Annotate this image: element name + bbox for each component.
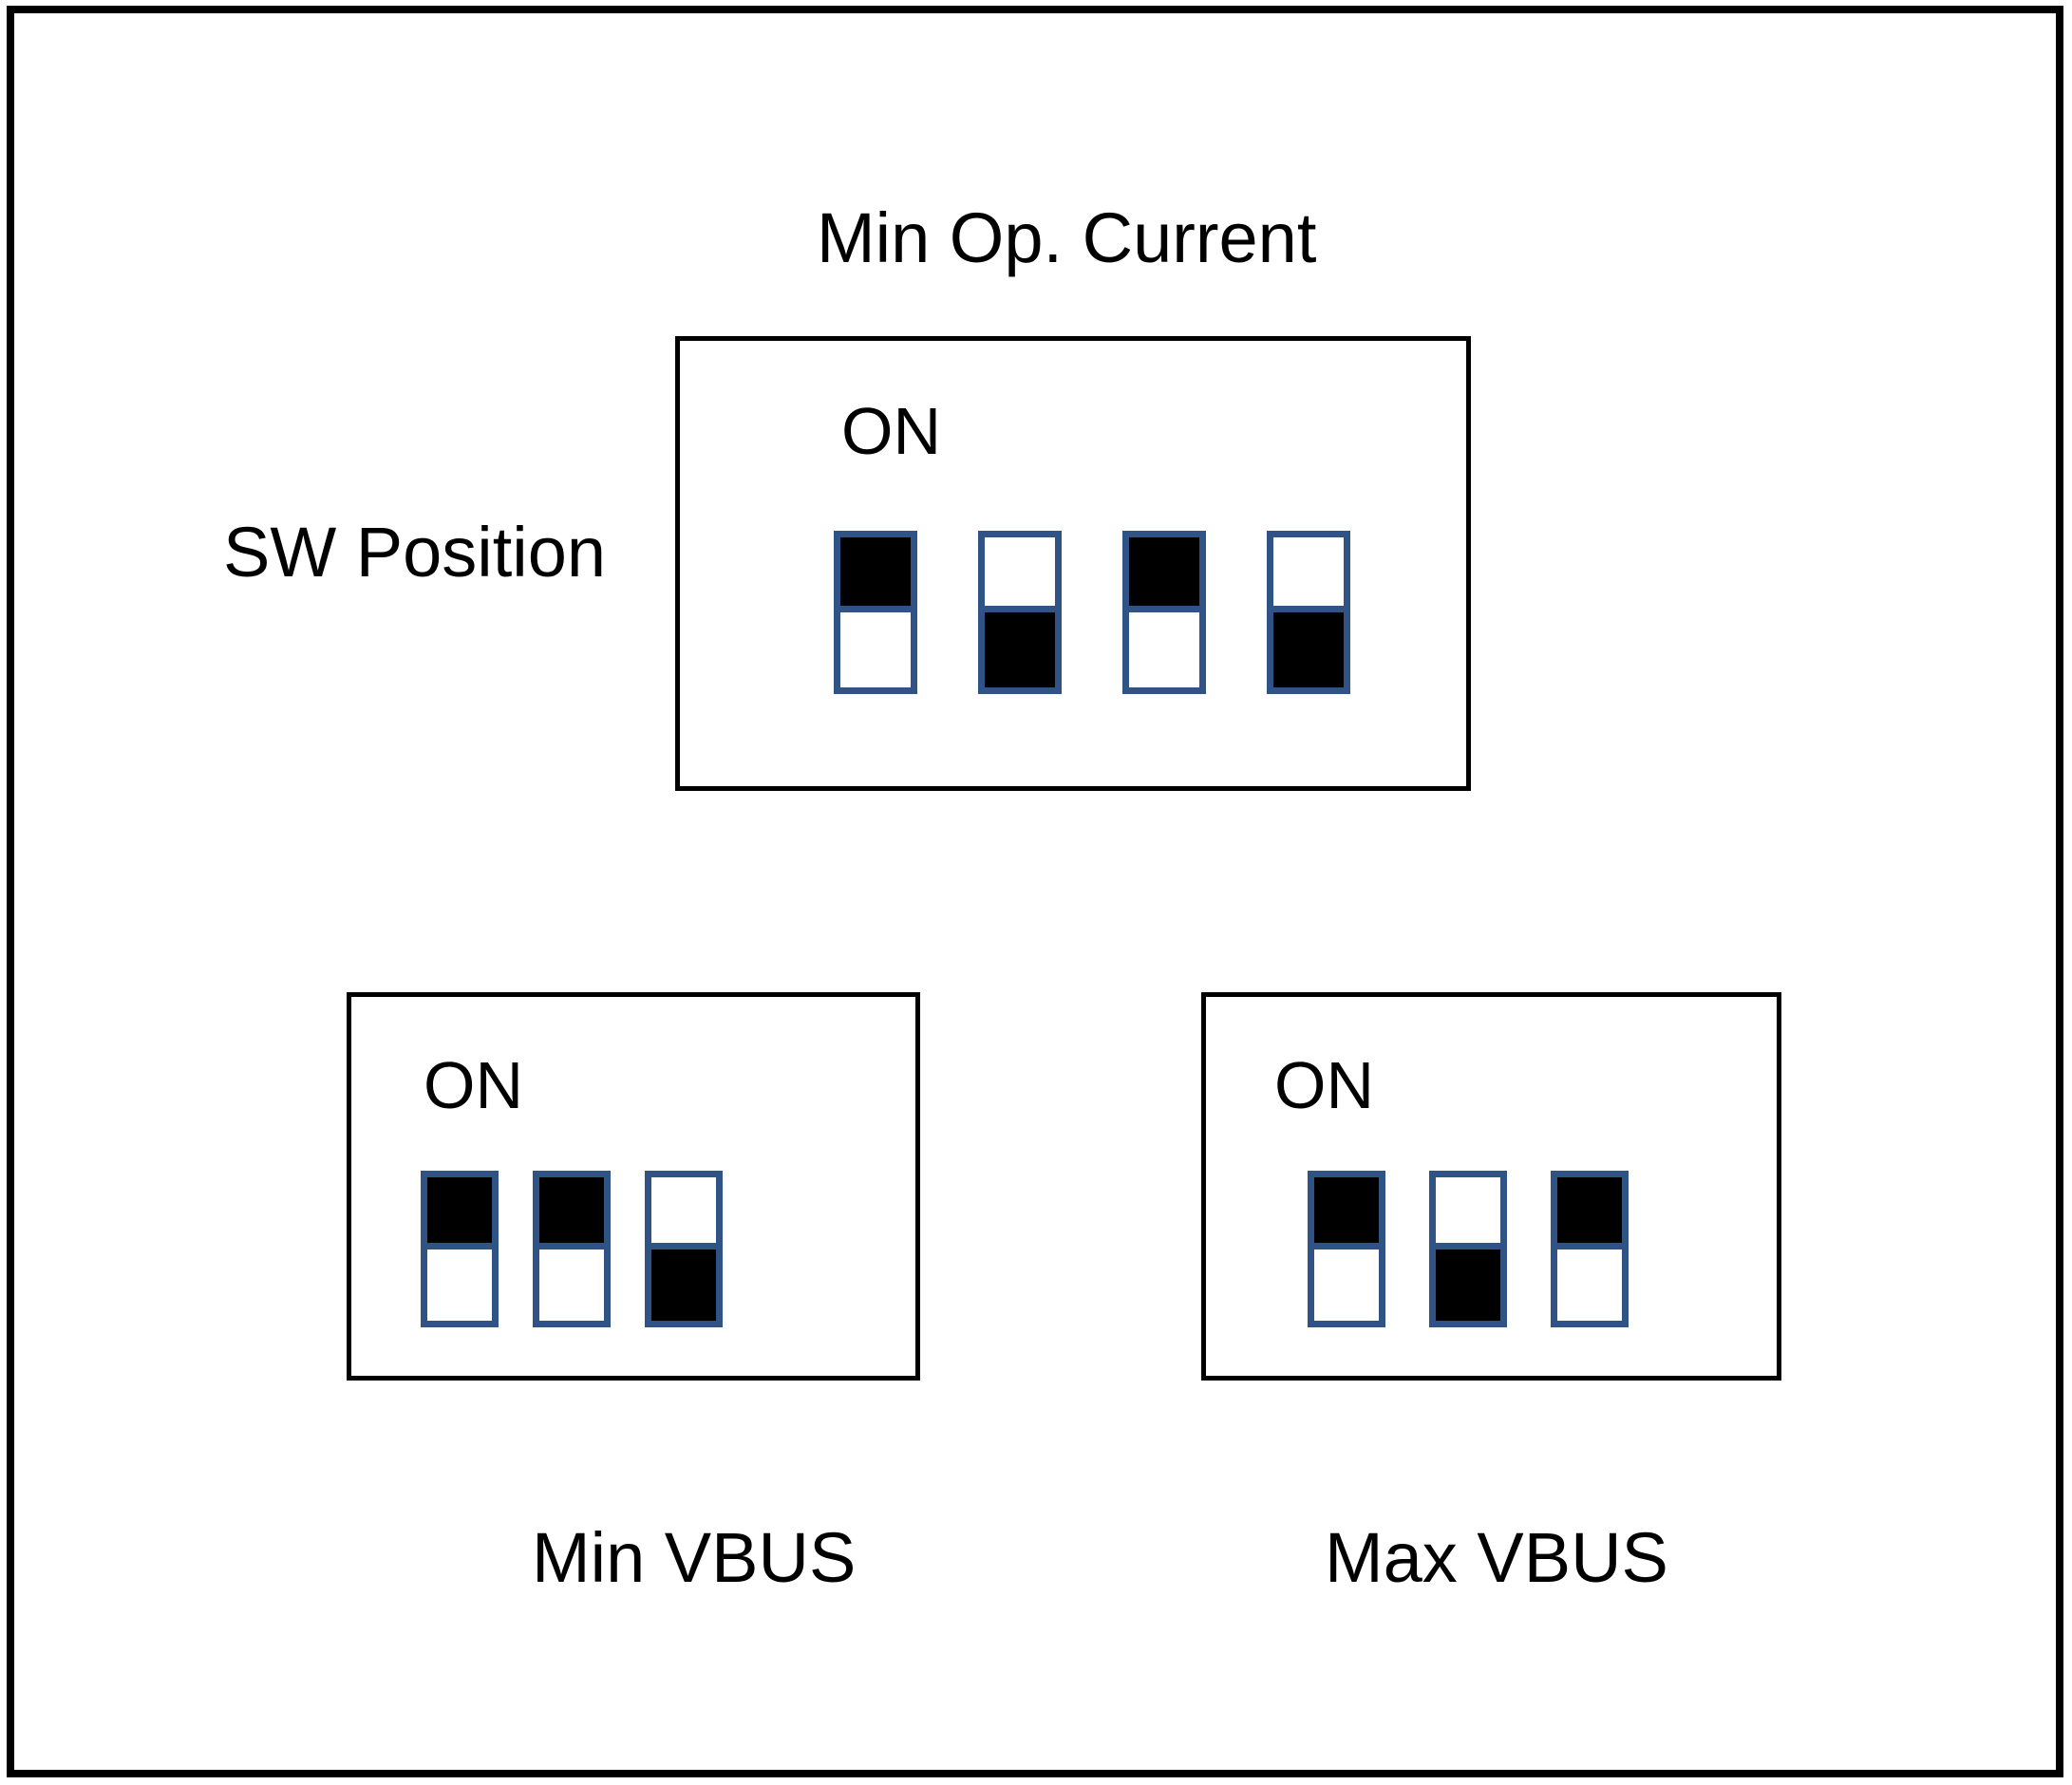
dip-switch-min-vbus-2[interactable] xyxy=(533,1171,611,1327)
dip-switch-min-op-current-4-top xyxy=(1273,537,1344,612)
dip-switch-min-vbus-1-bottom xyxy=(427,1249,492,1321)
dip-switch-min-vbus-3-top xyxy=(651,1177,716,1250)
dip-switch-min-op-current-4-bottom xyxy=(1273,612,1344,687)
switch-row-min-vbus xyxy=(421,1171,723,1327)
dip-switch-min-op-current-4[interactable] xyxy=(1267,531,1350,694)
on-label-min-op-current: ON xyxy=(841,394,941,468)
on-label-min-vbus: ON xyxy=(424,1048,523,1122)
dip-switch-max-vbus-1-top xyxy=(1314,1177,1379,1250)
dip-switch-max-vbus-3-bottom xyxy=(1557,1249,1622,1321)
dip-switch-max-vbus-3[interactable] xyxy=(1551,1171,1629,1327)
caption-min-vbus: Min VBUS xyxy=(532,1518,857,1597)
dip-switch-min-op-current-2[interactable] xyxy=(978,531,1062,694)
dip-switch-min-vbus-2-bottom xyxy=(539,1249,604,1321)
dip-switch-min-op-current-3-top xyxy=(1129,537,1199,612)
label-sw-position: SW Position xyxy=(223,513,607,592)
dip-switch-package-max-vbus[interactable]: ON xyxy=(1201,992,1781,1381)
dip-switch-min-op-current-1[interactable] xyxy=(834,531,917,694)
dip-switch-max-vbus-2-top xyxy=(1436,1177,1500,1250)
dip-switch-min-vbus-2-top xyxy=(539,1177,604,1250)
dip-switch-max-vbus-1-bottom xyxy=(1314,1249,1379,1321)
dip-switch-max-vbus-1[interactable] xyxy=(1308,1171,1385,1327)
dip-switch-min-vbus-1[interactable] xyxy=(421,1171,499,1327)
switch-row-min-op-current xyxy=(834,531,1350,694)
dip-switch-min-op-current-1-bottom xyxy=(840,612,911,687)
dip-switch-max-vbus-2-bottom xyxy=(1436,1249,1500,1321)
dip-switch-min-op-current-3[interactable] xyxy=(1122,531,1206,694)
dip-switch-max-vbus-2[interactable] xyxy=(1429,1171,1507,1327)
dip-switch-package-min-op-current[interactable]: ON xyxy=(675,336,1471,791)
dip-switch-max-vbus-3-top xyxy=(1557,1177,1622,1250)
dip-switch-min-vbus-1-top xyxy=(427,1177,492,1250)
caption-max-vbus: Max VBUS xyxy=(1325,1518,1668,1597)
dip-switch-min-op-current-2-bottom xyxy=(985,612,1055,687)
switch-row-max-vbus xyxy=(1308,1171,1629,1327)
dip-switch-min-op-current-1-top xyxy=(840,537,911,612)
on-label-max-vbus: ON xyxy=(1274,1048,1374,1122)
dip-switch-min-op-current-3-bottom xyxy=(1129,612,1199,687)
title-min-op-current: Min Op. Current xyxy=(817,198,1317,277)
dip-switch-min-vbus-3-bottom xyxy=(651,1249,716,1321)
dip-switch-package-min-vbus[interactable]: ON xyxy=(347,992,920,1381)
dip-switch-min-vbus-3[interactable] xyxy=(645,1171,723,1327)
dip-switch-min-op-current-2-top xyxy=(985,537,1055,612)
figure-outer-border xyxy=(7,6,2063,1777)
